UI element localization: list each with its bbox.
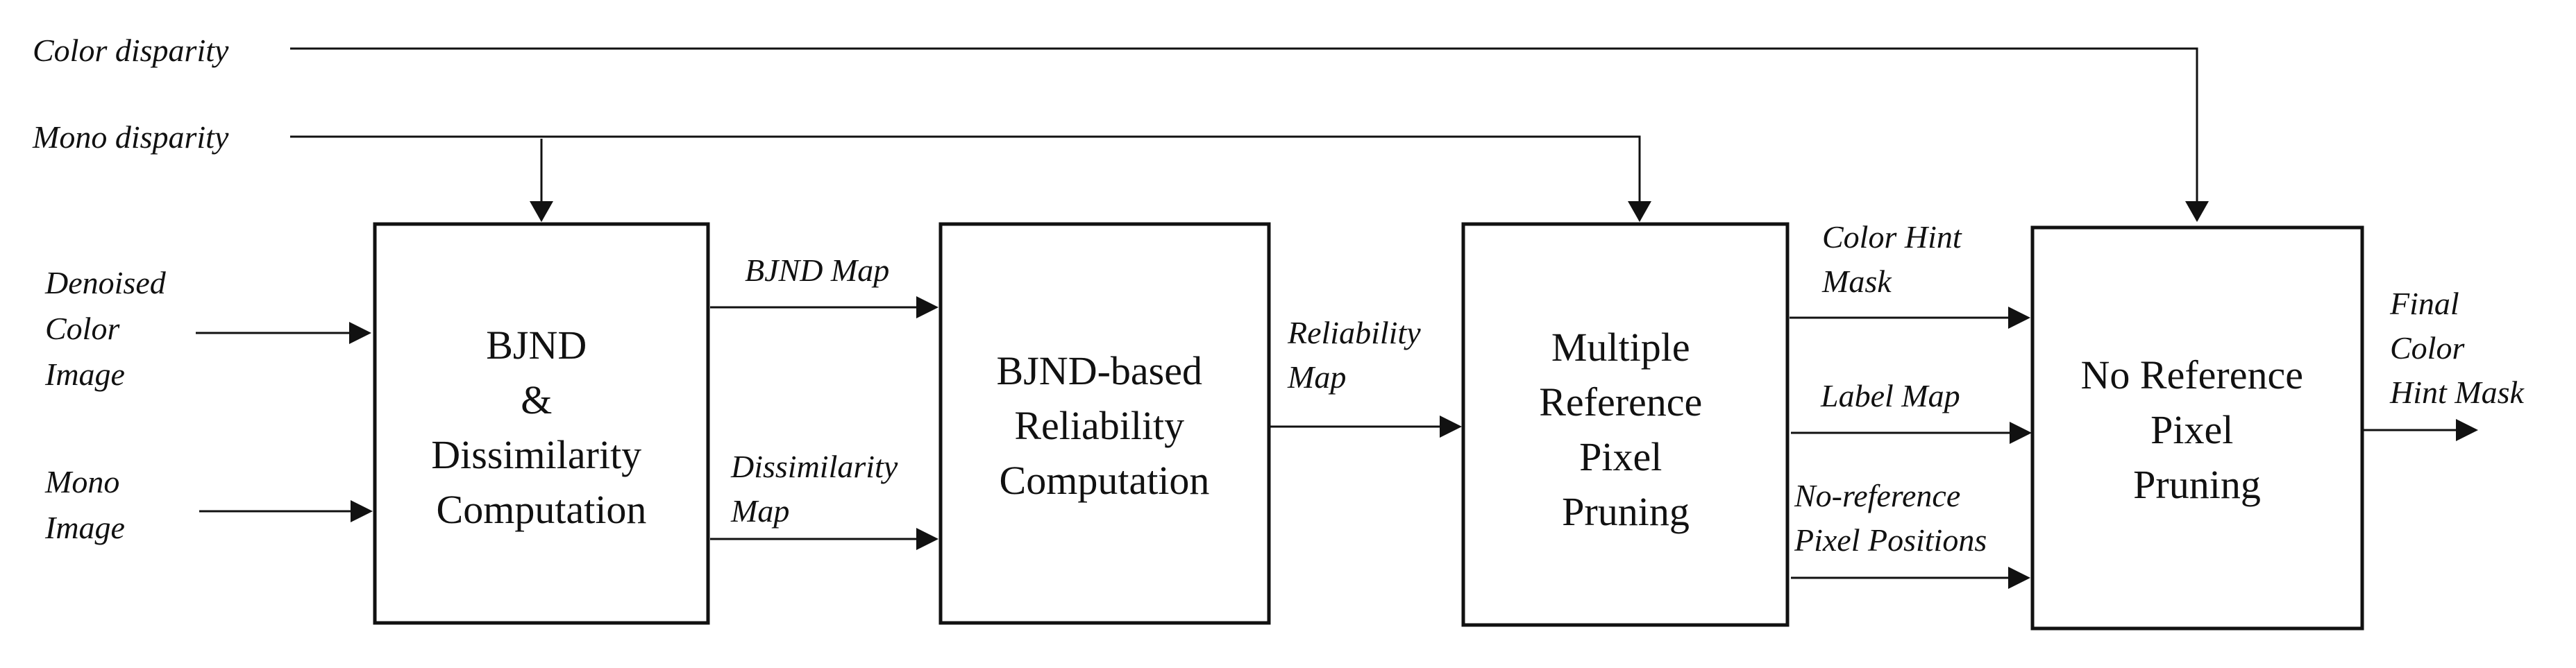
mono-image-label: Mono Image	[44, 464, 128, 545]
final-color-hint-mask-line-1: Final	[2389, 286, 2459, 321]
bjnd-dissimilarity-line-4: Computation	[437, 487, 647, 532]
mono-disparity-label: Mono disparity	[32, 119, 229, 155]
final-color-hint-mask-label: Final Color Hint Mask	[2389, 286, 2525, 410]
no-reference-pruning-line-3: Pruning	[2133, 462, 2261, 507]
dissimilarity-map-line-1: Dissimilarity	[730, 449, 898, 484]
color-hint-mask-arrowhead	[2008, 307, 2030, 329]
bjnd-map-label: BJND Map	[745, 252, 889, 288]
bjnd-reliability-line-3: Computation	[1000, 458, 1210, 503]
bjnd-reliability-label: BJND-based Reliability Computation	[997, 348, 1213, 503]
dissimilarity-map-arrowhead	[916, 528, 938, 550]
multiple-reference-pruning-line-1: Multiple	[1551, 325, 1690, 370]
multiple-reference-pruning-block: Multiple Reference Pixel Pruning	[1461, 222, 1790, 627]
reliability-map-arrowhead	[1440, 416, 1462, 438]
final-color-hint-mask-line-3: Hint Mask	[2389, 375, 2525, 410]
color-disparity-arrowhead	[2185, 201, 2209, 222]
color-hint-mask-line-2: Mask	[1821, 264, 1892, 299]
no-reference-pruning-line-2: Pixel	[2150, 407, 2233, 452]
bjnd-reliability-line-2: Reliability	[1014, 403, 1184, 448]
color-disparity-label: Color disparity	[33, 33, 229, 68]
bjnd-reliability-line-1: BJND-based	[997, 348, 1202, 393]
multiple-reference-pruning-box	[1461, 222, 1790, 627]
mono-image-line-1: Mono	[44, 464, 119, 499]
bjnd-dissimilarity-line-3: Dissimilarity	[431, 432, 641, 477]
denoised-color-image-label: Denoised Color Image	[44, 265, 174, 392]
bjnd-reliability-box	[938, 222, 1271, 625]
final-output-arrowhead	[2456, 419, 2478, 441]
bjnd-map-line-1: BJND Map	[745, 252, 889, 288]
no-reference-pruning-label: No Reference Pixel Pruning	[2081, 352, 2314, 507]
no-reference-positions-label: No-reference Pixel Positions	[1794, 478, 1987, 558]
label-map-label: Label Map	[1820, 378, 1960, 413]
color-hint-mask-line-1: Color Hint	[1822, 219, 1962, 255]
denoised-color-image-line-1: Denoised	[44, 265, 167, 300]
multiple-reference-pruning-line-4: Pruning	[1562, 489, 1690, 534]
denoised-color-arrowhead	[349, 322, 371, 344]
mono-disparity-line	[290, 135, 1641, 221]
bjnd-dissimilarity-label: BJND & Dissimilarity Computation	[431, 323, 651, 532]
label-map-line-1: Label Map	[1820, 378, 1960, 413]
bjnd-map-arrowhead	[916, 296, 938, 318]
multiple-reference-pruning-label: Multiple Reference Pixel Pruning	[1539, 325, 1712, 534]
dissimilarity-map-line-2: Map	[730, 493, 789, 529]
denoised-color-image-line-3: Image	[44, 357, 125, 392]
no-reference-pruning-box	[2030, 225, 2364, 631]
no-reference-positions-arrowhead	[2008, 567, 2030, 589]
no-reference-pruning-line-1: No Reference	[2081, 352, 2303, 397]
no-reference-pruning-block: No Reference Pixel Pruning	[2030, 225, 2364, 631]
bjnd-dissimilarity-block: BJND & Dissimilarity Computation	[373, 222, 710, 625]
bjnd-dissimilarity-line-1: BJND	[486, 323, 587, 368]
multiple-reference-pruning-line-3: Pixel	[1579, 434, 1662, 479]
bjnd-dissimilarity-line-2: &	[521, 377, 552, 422]
color-hint-mask-label: Color Hint Mask	[1821, 219, 1969, 299]
multiple-reference-pruning-line-2: Reference	[1539, 379, 1702, 425]
label-map-arrowhead	[2010, 422, 2032, 444]
mono-image-line-2: Image	[44, 510, 125, 545]
color-disparity-line	[290, 47, 2198, 221]
mono-disparity-to-pruning-arrowhead	[1628, 201, 1651, 222]
bjnd-dissimilarity-box	[373, 222, 710, 625]
mono-image-arrowhead	[351, 500, 373, 522]
reliability-map-line-1: Reliability	[1287, 315, 1421, 350]
mono-disparity-to-bjnd-arrowhead	[530, 201, 553, 222]
reliability-map-label: Reliability Map	[1287, 315, 1429, 395]
bjnd-reliability-block: BJND-based Reliability Computation	[938, 222, 1271, 625]
final-color-hint-mask-line-2: Color	[2390, 330, 2465, 366]
denoised-color-image-line-2: Color	[45, 311, 120, 346]
no-reference-positions-line-1: No-reference	[1794, 478, 1960, 513]
dissimilarity-map-label: Dissimilarity Map	[730, 449, 906, 529]
reliability-map-line-2: Map	[1287, 359, 1346, 395]
no-reference-positions-line-2: Pixel Positions	[1794, 522, 1987, 558]
